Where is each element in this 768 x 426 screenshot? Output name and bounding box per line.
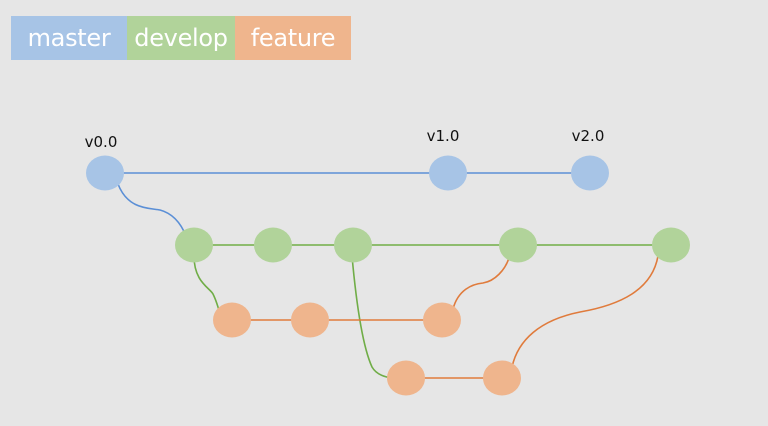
tag-label-m1: v1.0 [427,127,460,145]
branch-edge-3 [193,255,221,314]
graph-nodes [86,155,690,396]
commit-node-d0 [175,227,213,263]
commit-node-m1 [429,155,467,191]
legend-master: master [11,16,127,60]
legend-develop: develop [127,16,235,60]
commit-node-f2 [423,302,461,338]
branch-edge-4 [351,255,393,379]
graph-edges [105,172,671,379]
commit-node-d4 [652,227,690,263]
commit-node-d2 [334,227,372,263]
branch-edge-1 [117,183,187,237]
branch-edge-8 [511,255,659,368]
commit-node-m0 [86,155,124,191]
commit-node-m2 [571,155,609,191]
commit-node-f1 [291,302,329,338]
tag-label-m0: v0.0 [85,133,118,151]
commit-node-f0 [213,302,251,338]
branch-edge-7 [452,257,510,310]
tag-label-m2: v2.0 [572,127,605,145]
commit-node-f4 [483,360,521,396]
commit-node-d1 [254,227,292,263]
commit-node-d3 [499,227,537,263]
legend-feature: feature [235,16,351,60]
graph-tag-labels: v0.0 v1.0 v2.0 [85,127,605,151]
commit-node-f3 [387,360,425,396]
branch-legend: master develop feature [11,16,351,60]
